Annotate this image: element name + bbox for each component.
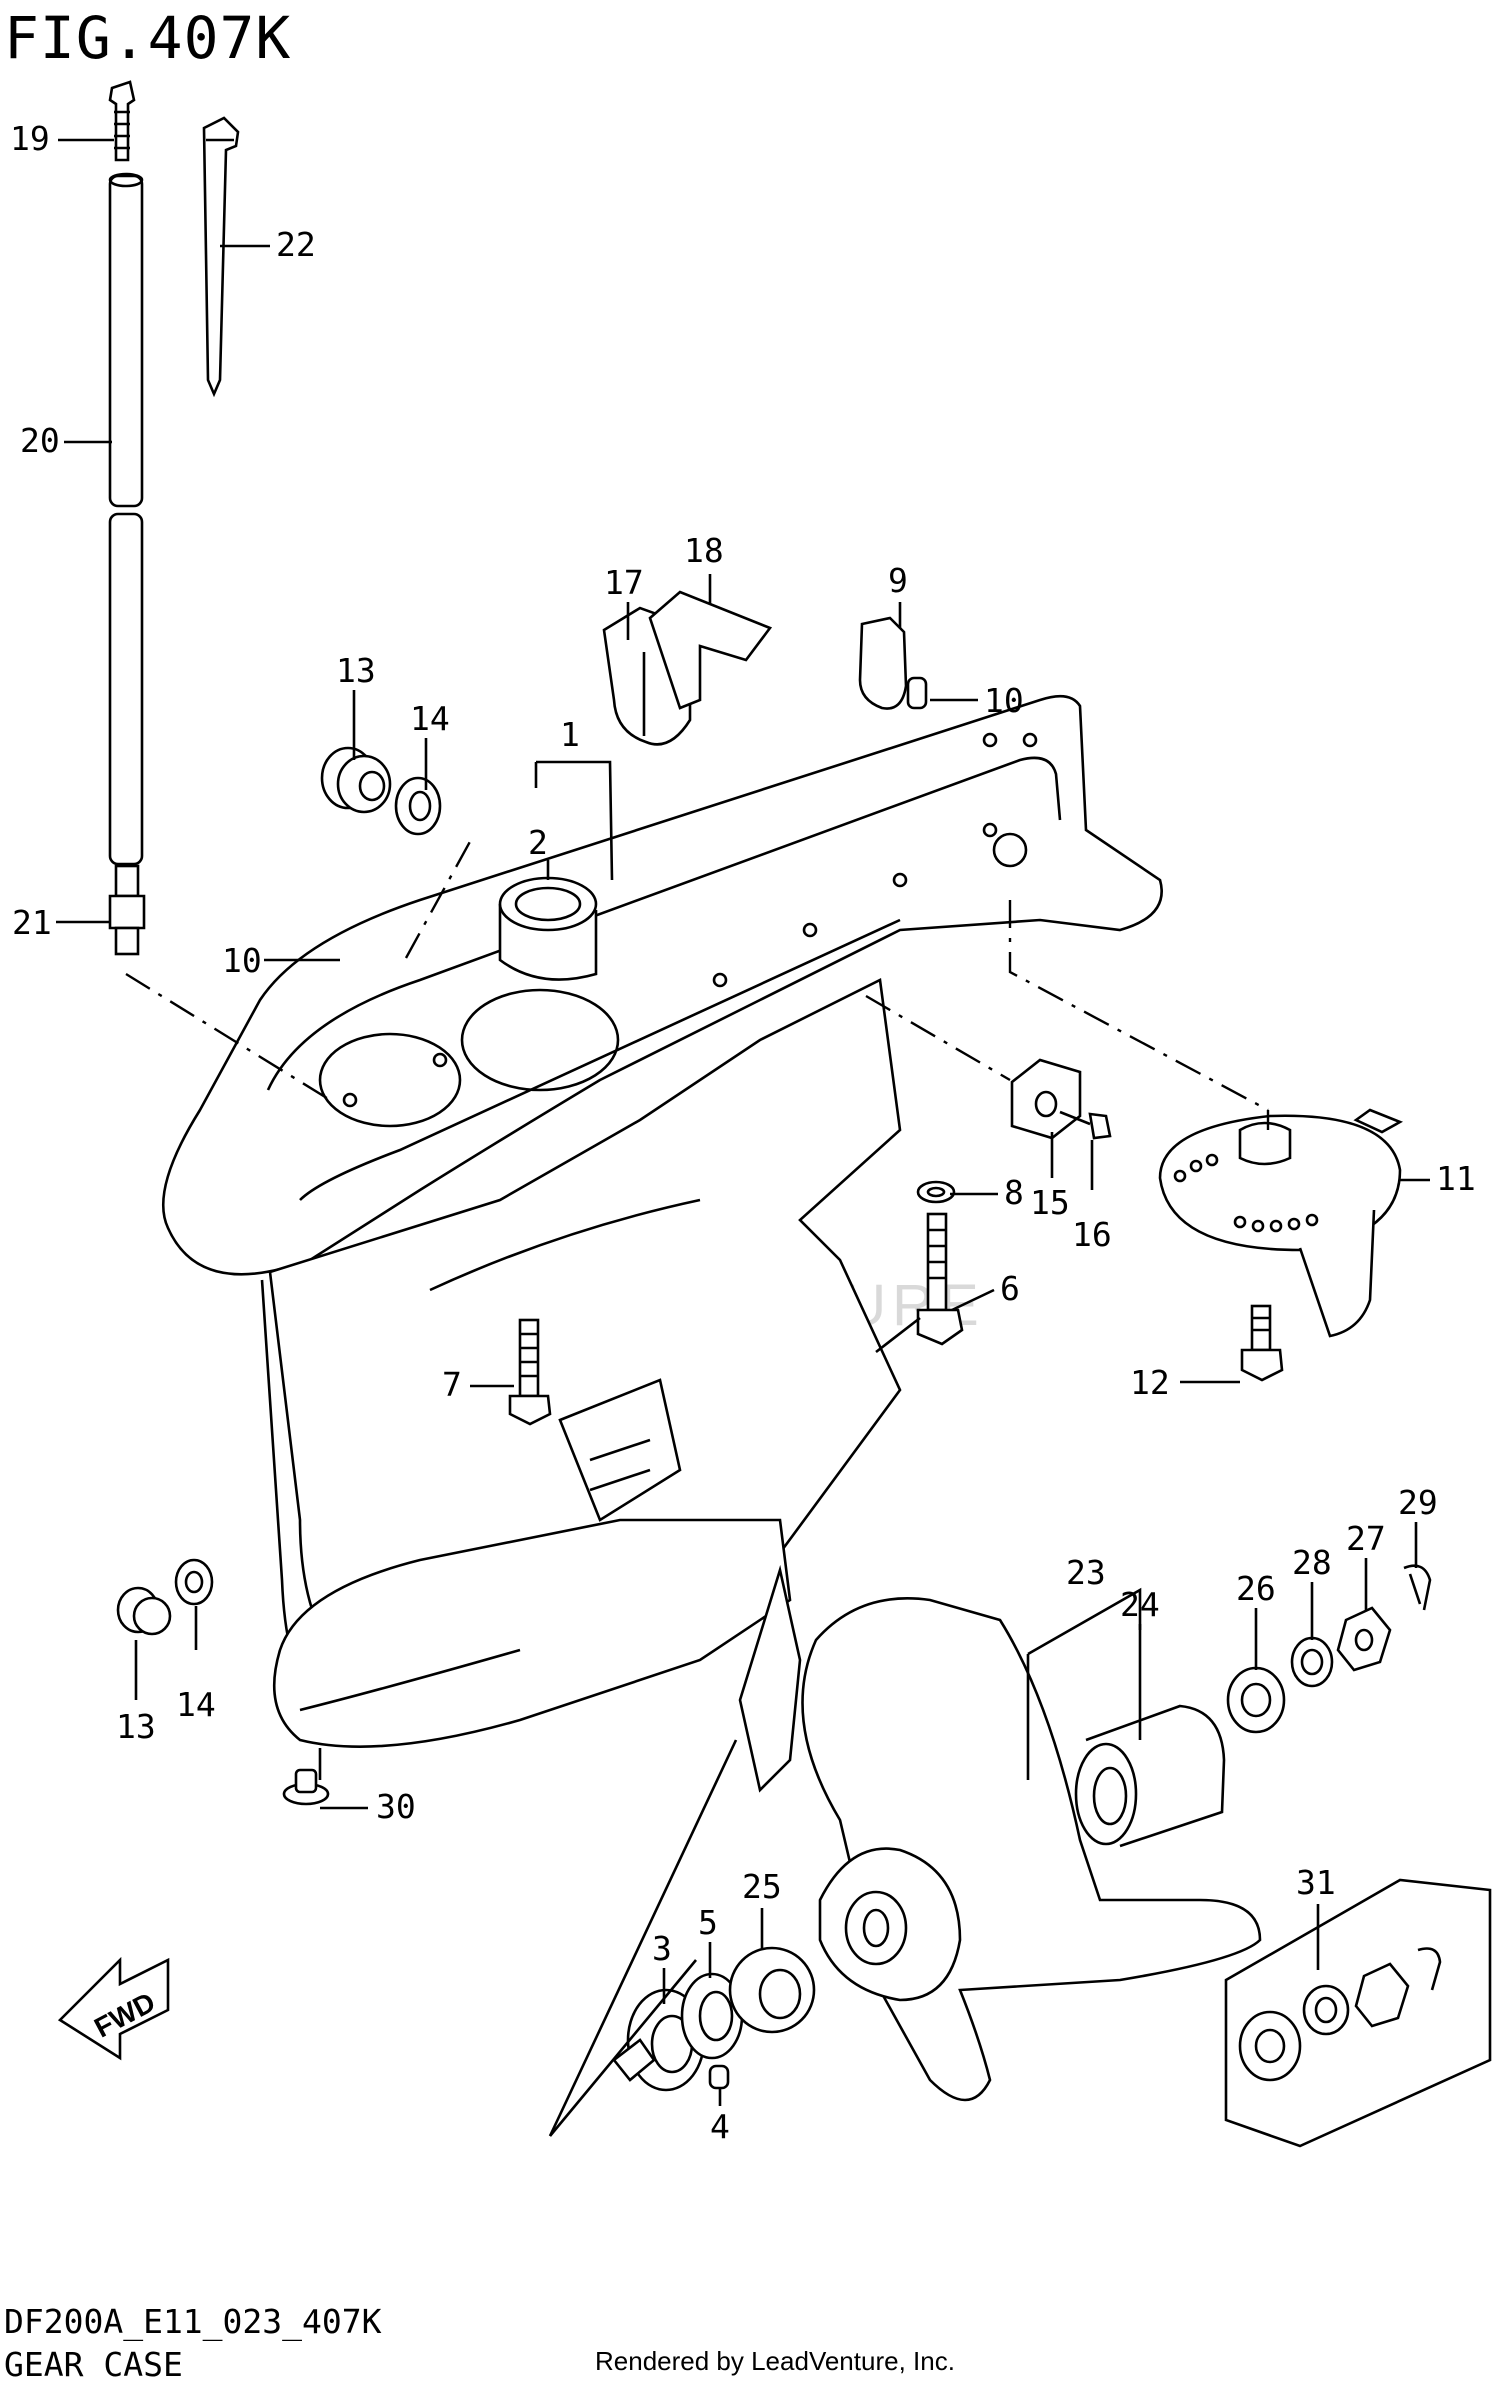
callout-8[interactable]: 8 (1004, 1173, 1024, 1212)
callout-19[interactable]: 19 (10, 119, 50, 158)
callout-20[interactable]: 20 (20, 421, 60, 460)
part-11-trim-anode[interactable] (1158, 1108, 1404, 1338)
callout-16[interactable]: 16 (1072, 1215, 1112, 1254)
part-4-pin[interactable] (708, 2064, 730, 2090)
part-12-bolt[interactable] (1240, 1304, 1284, 1382)
figure-code: DF200A_E11_023_407K (4, 2302, 382, 2341)
part-26-spacer[interactable] (1226, 1666, 1286, 1734)
propeller[interactable] (801, 1597, 1262, 2102)
part-31-kit[interactable] (1224, 1878, 1492, 2148)
part-10-pin-upper[interactable] (906, 676, 928, 710)
part-14-washer-lower[interactable] (174, 1558, 214, 1606)
callout-27[interactable]: 27 (1346, 1519, 1386, 1558)
part-9-anode[interactable] (858, 616, 908, 710)
callout-17[interactable]: 17 (604, 563, 644, 602)
part-19-rod-fitting[interactable] (108, 80, 136, 162)
part-21-rod-fitting-lower[interactable] (108, 864, 146, 956)
part-15-block[interactable] (1010, 1058, 1082, 1140)
callout-28[interactable]: 28 (1292, 1543, 1332, 1582)
part-18-cover[interactable] (648, 590, 773, 710)
callout-3[interactable]: 3 (652, 1929, 672, 1968)
callout-22[interactable]: 22 (276, 225, 316, 264)
figure-title: FIG.407K (4, 4, 292, 72)
callout-numbers: 19 22 20 18 17 9 10 13 14 1 2 21 10 8 15… (10, 119, 1476, 2146)
part-14-washer-upper[interactable] (394, 776, 442, 836)
callout-21[interactable]: 21 (12, 903, 52, 942)
callout-12[interactable]: 12 (1130, 1363, 1170, 1402)
callout-10-lower[interactable]: 10 (222, 941, 262, 980)
part-1-gear-case[interactable] (161, 694, 1163, 1793)
callout-18[interactable]: 18 (684, 531, 724, 570)
callout-30[interactable]: 30 (376, 1787, 416, 1826)
callout-7[interactable]: 7 (442, 1365, 462, 1404)
callout-31[interactable]: 31 (1296, 1863, 1336, 1902)
callout-1[interactable]: 1 (560, 715, 580, 754)
callout-15[interactable]: 15 (1030, 1183, 1070, 1222)
callout-10-upper[interactable]: 10 (984, 681, 1024, 720)
part-13-plug-lower[interactable] (116, 1586, 172, 1636)
part-13-plug-upper[interactable] (320, 746, 392, 814)
callout-24[interactable]: 24 (1120, 1585, 1160, 1624)
part-16-bolt[interactable] (1059, 1110, 1112, 1140)
callout-2[interactable]: 2 (528, 823, 548, 862)
part-22-strip[interactable] (202, 116, 240, 398)
fwd-arrow-icon: FWD (57, 1956, 170, 2061)
rendered-by-credit: Rendered by LeadVenture, Inc. (595, 2346, 955, 2376)
callout-9[interactable]: 9 (888, 561, 908, 600)
callout-14-lower[interactable]: 14 (176, 1685, 216, 1724)
callout-29[interactable]: 29 (1398, 1483, 1438, 1522)
part-6-bolt[interactable] (916, 1212, 964, 1346)
callout-4[interactable]: 4 (710, 2107, 730, 2146)
part-8-washer[interactable] (916, 1180, 956, 1204)
callout-26[interactable]: 26 (1236, 1569, 1276, 1608)
part-28-washer[interactable] (1290, 1636, 1334, 1688)
callout-13-upper[interactable]: 13 (336, 651, 376, 690)
figure-name: GEAR CASE (4, 2345, 183, 2384)
callout-5[interactable]: 5 (698, 1903, 718, 1942)
callout-25[interactable]: 25 (742, 1867, 782, 1906)
part-29-cotter-pin[interactable] (1403, 1564, 1432, 1611)
part-7-bolt[interactable] (508, 1318, 552, 1426)
part-27-nut[interactable] (1336, 1606, 1392, 1672)
callout-23[interactable]: 23 (1066, 1553, 1106, 1592)
part-25-bush[interactable] (728, 1946, 816, 2034)
callout-6[interactable]: 6 (1000, 1269, 1020, 1308)
part-30-plug[interactable] (282, 1768, 330, 1806)
leader-lines (56, 138, 1430, 2137)
part-24-bushing[interactable] (1074, 1704, 1226, 1848)
callout-14-upper[interactable]: 14 (410, 699, 450, 738)
callout-13-lower[interactable]: 13 (116, 1707, 156, 1746)
part-5-spacer[interactable] (680, 1972, 744, 2060)
part-2-bushing[interactable] (498, 876, 598, 981)
part-20-shift-rod[interactable] (108, 172, 144, 866)
callout-11[interactable]: 11 (1436, 1159, 1476, 1198)
